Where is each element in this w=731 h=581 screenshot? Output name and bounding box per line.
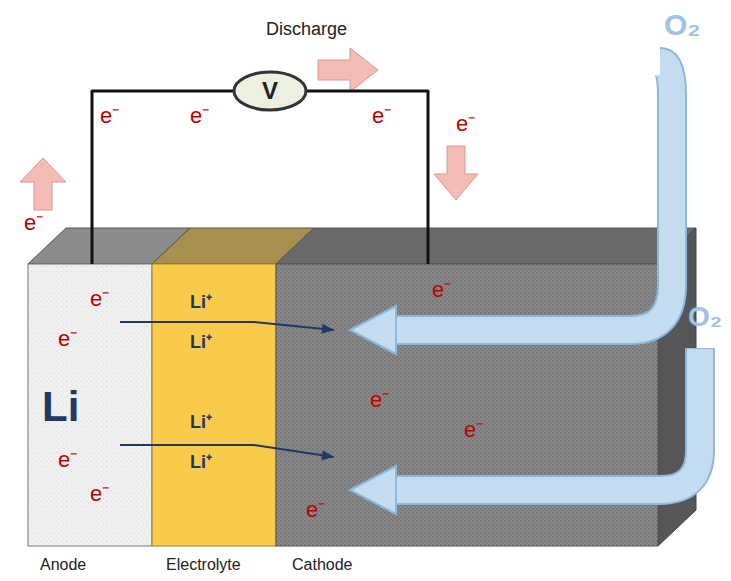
part-name: Anode <box>40 556 86 574</box>
electron-label: e⁻ <box>24 211 43 235</box>
cathode-slab: Cathode <box>276 264 658 546</box>
lithium-ion-label: Li⁺ <box>190 293 212 313</box>
electron-label: e⁻ <box>100 104 119 128</box>
ion-flow-arrow <box>120 445 334 460</box>
oxygen-flow-arrow <box>394 349 700 490</box>
oxygen-arrowhead <box>350 306 396 354</box>
electron-label: e⁻ <box>58 448 77 472</box>
anode-front <box>28 264 152 546</box>
electron-label: e⁻ <box>456 112 475 136</box>
part-name: Electrolyte <box>166 556 241 574</box>
oxygen-flow-arrow <box>395 348 700 490</box>
electron-label: e⁻ <box>58 327 77 351</box>
oxygen-flow-arrow <box>395 62 672 330</box>
electron-label: e⁻ <box>370 388 389 412</box>
electron-label: e⁻ <box>432 278 451 302</box>
oxygen-arrowhead <box>350 466 396 514</box>
electron-label: e⁻ <box>90 287 109 311</box>
part-name: Cathode <box>292 556 353 574</box>
circuit-wire <box>307 91 428 264</box>
electron-label: e⁻ <box>372 104 391 128</box>
discharge-arrow <box>318 48 378 92</box>
oxygen-flow-arrow <box>394 62 672 330</box>
voltmeter-circle: V <box>232 70 308 112</box>
lithium-ion-label: Li⁺ <box>190 333 212 353</box>
electron-flow-arrow <box>20 158 66 210</box>
electrolyte-slab: Electrolyte <box>152 264 276 546</box>
electrolyte-front <box>152 264 276 546</box>
anode-material: Li <box>42 384 79 430</box>
ion-flow-arrow <box>120 322 334 334</box>
electron-label: e⁻ <box>306 498 325 522</box>
electron-label: e⁻ <box>90 482 109 506</box>
cathode-top <box>276 228 696 264</box>
lithium-ion-label: Li⁺ <box>190 453 212 473</box>
electron-label: e⁻ <box>464 418 483 442</box>
electron-flow-arrow <box>434 146 478 200</box>
flow-direction-label: Discharge <box>266 20 347 40</box>
electron-label: e⁻ <box>190 104 209 128</box>
oxygen-label: O₂ <box>688 302 722 333</box>
circuit-wire <box>92 91 233 264</box>
voltmeter-symbol: V <box>262 78 278 104</box>
oxygen-label: O₂ <box>664 8 701 41</box>
lithium-ion-label: Li⁺ <box>190 413 212 433</box>
